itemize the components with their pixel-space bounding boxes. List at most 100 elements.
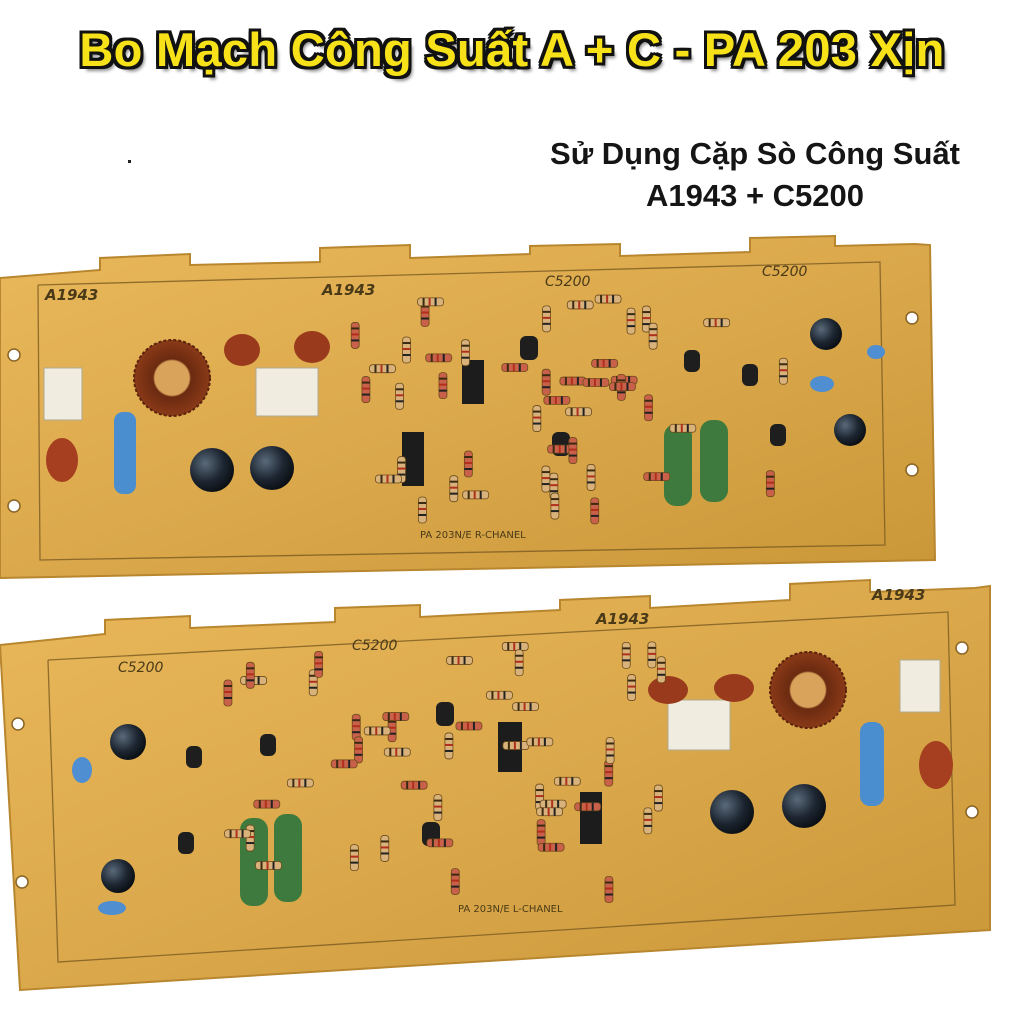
color-band — [535, 801, 544, 804]
color-band — [467, 490, 470, 499]
board-silkscreen-label: PA 203N/E L-CHANEL — [458, 904, 563, 915]
color-band — [421, 311, 430, 314]
color-band — [606, 295, 609, 304]
color-band — [387, 712, 390, 721]
color-band — [451, 656, 454, 665]
film-capacitor — [294, 331, 330, 363]
color-band — [351, 327, 360, 330]
color-band — [542, 386, 551, 389]
resistor — [550, 492, 560, 520]
color-band — [393, 712, 396, 721]
color-band — [535, 789, 544, 792]
color-band — [479, 490, 482, 499]
color-band — [547, 807, 550, 816]
color-band — [644, 411, 653, 414]
color-band — [622, 659, 631, 662]
color-band — [519, 642, 522, 651]
color-band — [627, 313, 636, 316]
color-band — [464, 455, 473, 458]
color-band — [541, 483, 550, 486]
color-band — [388, 720, 397, 723]
ceramic-capacitor — [98, 901, 126, 915]
color-band — [535, 795, 544, 798]
color-band — [314, 656, 323, 659]
color-band — [545, 800, 548, 809]
color-band — [550, 498, 559, 501]
color-band — [386, 475, 389, 484]
color-band — [779, 375, 788, 378]
color-band — [649, 328, 658, 331]
color-band — [542, 374, 551, 377]
color-band — [537, 836, 546, 839]
color-band — [542, 322, 551, 325]
color-band — [654, 802, 663, 805]
color-band — [642, 311, 651, 314]
color-band — [647, 652, 656, 655]
color-band — [464, 467, 473, 470]
color-band — [402, 354, 411, 357]
color-band — [649, 334, 658, 337]
transistor — [742, 364, 758, 386]
color-band — [657, 667, 666, 670]
color-band — [554, 396, 557, 405]
color-band — [643, 818, 652, 821]
transistor — [186, 746, 202, 768]
color-band — [617, 391, 626, 394]
color-band — [657, 673, 666, 676]
color-band — [246, 679, 255, 682]
transistor — [462, 360, 484, 404]
color-band — [564, 377, 567, 386]
color-band — [418, 501, 427, 504]
color-band — [497, 691, 500, 700]
color-band — [627, 691, 636, 694]
board-silkscreen-label: PA 203N/E R-CHANEL — [420, 530, 526, 541]
electrolytic-capacitor — [250, 446, 294, 490]
color-band — [461, 356, 470, 359]
color-band — [438, 383, 447, 386]
color-band — [491, 691, 494, 700]
color-band — [461, 344, 470, 347]
color-band — [604, 771, 613, 774]
color-band — [552, 445, 555, 454]
color-band — [392, 475, 395, 484]
color-band — [433, 799, 442, 802]
color-band — [550, 510, 559, 513]
transistor — [178, 832, 194, 854]
color-band — [381, 726, 384, 735]
color-band — [779, 369, 788, 372]
color-band — [354, 753, 363, 756]
color-band — [437, 838, 440, 847]
color-band — [401, 748, 404, 757]
ceramic-capacitor — [867, 345, 885, 359]
color-band — [266, 861, 269, 870]
color-band — [449, 492, 458, 495]
color-band — [590, 508, 599, 511]
color-band — [229, 829, 232, 838]
color-band — [513, 741, 516, 750]
color-band — [542, 380, 551, 383]
ceramic-resistor — [274, 814, 302, 902]
transistor — [402, 432, 424, 486]
film-capacitor — [919, 741, 953, 789]
color-band — [541, 471, 550, 474]
ceramic-resistor — [700, 420, 728, 502]
color-band — [350, 849, 359, 852]
electrolytic-capacitor — [810, 318, 842, 350]
color-band — [246, 673, 255, 676]
color-band — [428, 297, 431, 306]
color-band — [571, 777, 574, 786]
color-band — [399, 712, 402, 721]
color-band — [309, 674, 318, 677]
color-band — [644, 405, 653, 408]
color-band — [612, 295, 615, 304]
color-band — [604, 777, 613, 780]
color-band — [515, 660, 524, 663]
color-band — [606, 754, 615, 757]
color-band — [558, 445, 561, 454]
color-band — [246, 667, 255, 670]
color-band — [627, 685, 636, 688]
color-band — [395, 400, 404, 403]
color-band — [369, 726, 372, 735]
electrolytic-capacitor — [782, 784, 826, 828]
